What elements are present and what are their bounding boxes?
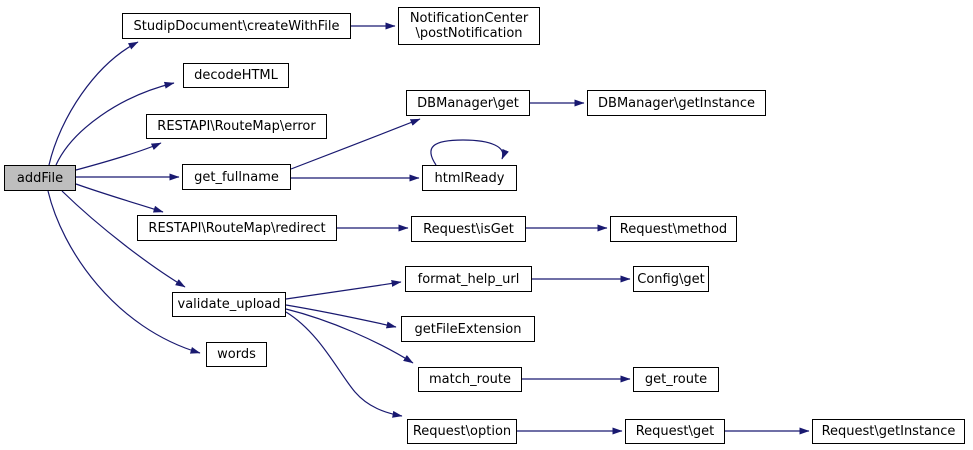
node-label: DBManager\get bbox=[417, 95, 519, 111]
node-label-line: NotificationCenter bbox=[409, 11, 529, 26]
node-label: format_help_url bbox=[417, 271, 520, 287]
node-dbgetinstance[interactable]: DBManager\getInstance bbox=[587, 90, 766, 116]
node-label: DBManager\getInstance bbox=[598, 95, 755, 111]
node-label: getFileExtension bbox=[414, 321, 522, 337]
node-label: RESTAPI\RouteMap\error bbox=[157, 119, 316, 134]
node-label: Config\get bbox=[637, 271, 705, 287]
node-label: get_fullname bbox=[194, 169, 279, 185]
node-label: Request\option bbox=[412, 424, 512, 439]
node-htmlReady[interactable]: htmlReady bbox=[422, 165, 517, 191]
node-postNotification[interactable]: NotificationCenter\postNotification bbox=[398, 7, 540, 45]
node-get_fullname[interactable]: get_fullname bbox=[182, 164, 291, 190]
node-method[interactable]: Request\method bbox=[610, 216, 737, 242]
node-format_help_url[interactable]: format_help_url bbox=[405, 266, 532, 292]
node-reqgetinstance[interactable]: Request\getInstance bbox=[812, 419, 965, 444]
node-label: addFile bbox=[16, 170, 64, 186]
edge-validate_upload-to-format_help_url bbox=[285, 279, 402, 300]
node-redirect[interactable]: RESTAPI\RouteMap\redirect bbox=[137, 215, 337, 241]
edge-addFile-to-validate_upload bbox=[61, 190, 186, 288]
node-match_route[interactable]: match_route bbox=[418, 367, 522, 392]
node-label: StudipDocument\createWithFile bbox=[133, 18, 340, 34]
node-label: match_route bbox=[429, 372, 511, 387]
edge-addFile-to-decodeHTML bbox=[55, 81, 175, 166]
edge-addFile-to-createWithFile bbox=[48, 41, 139, 166]
node-configget[interactable]: Config\get bbox=[633, 266, 709, 292]
node-words[interactable]: words bbox=[206, 342, 267, 367]
node-label-line: \postNotification bbox=[415, 26, 523, 41]
edge-get_fullname-to-dbget bbox=[290, 118, 421, 170]
edge-addFile-to-error bbox=[75, 142, 162, 171]
edge-validate_upload-to-reqoption bbox=[285, 311, 403, 418]
node-reqget[interactable]: Request\get bbox=[625, 419, 725, 444]
edge-addFile-to-words bbox=[47, 190, 201, 354]
node-label: Request\method bbox=[619, 221, 728, 237]
node-createWithFile[interactable]: StudipDocument\createWithFile bbox=[122, 13, 351, 39]
edge-htmlReady-to-htmlReady bbox=[430, 139, 509, 166]
node-label: words bbox=[217, 347, 256, 362]
node-isget[interactable]: Request\isGet bbox=[411, 216, 526, 242]
node-validate_upload[interactable]: validate_upload bbox=[172, 292, 286, 317]
node-label: Request\get bbox=[635, 424, 715, 439]
node-label: get_route bbox=[644, 372, 708, 387]
node-get_route[interactable]: get_route bbox=[633, 367, 719, 392]
edges bbox=[47, 22, 810, 435]
node-error[interactable]: RESTAPI\RouteMap\error bbox=[146, 114, 327, 139]
node-dbget[interactable]: DBManager\get bbox=[406, 90, 530, 116]
node-getFileExtension[interactable]: getFileExtension bbox=[401, 316, 535, 342]
node-reqoption[interactable]: Request\option bbox=[407, 419, 517, 444]
edge-validate_upload-to-getFileExtension bbox=[285, 304, 397, 329]
node-decodeHTML[interactable]: decodeHTML bbox=[183, 63, 289, 88]
edge-addFile-to-redirect bbox=[75, 183, 164, 213]
node-label: RESTAPI\RouteMap\redirect bbox=[148, 220, 326, 236]
node-label: decodeHTML bbox=[194, 68, 278, 83]
node-label: htmlReady bbox=[434, 170, 505, 186]
node-addFile: addFile bbox=[4, 165, 76, 191]
node-label: Request\getInstance bbox=[821, 424, 956, 439]
node-label: Request\isGet bbox=[423, 221, 514, 237]
node-label: validate_upload bbox=[177, 297, 281, 312]
edge-validate_upload-to-match_route bbox=[285, 308, 414, 364]
